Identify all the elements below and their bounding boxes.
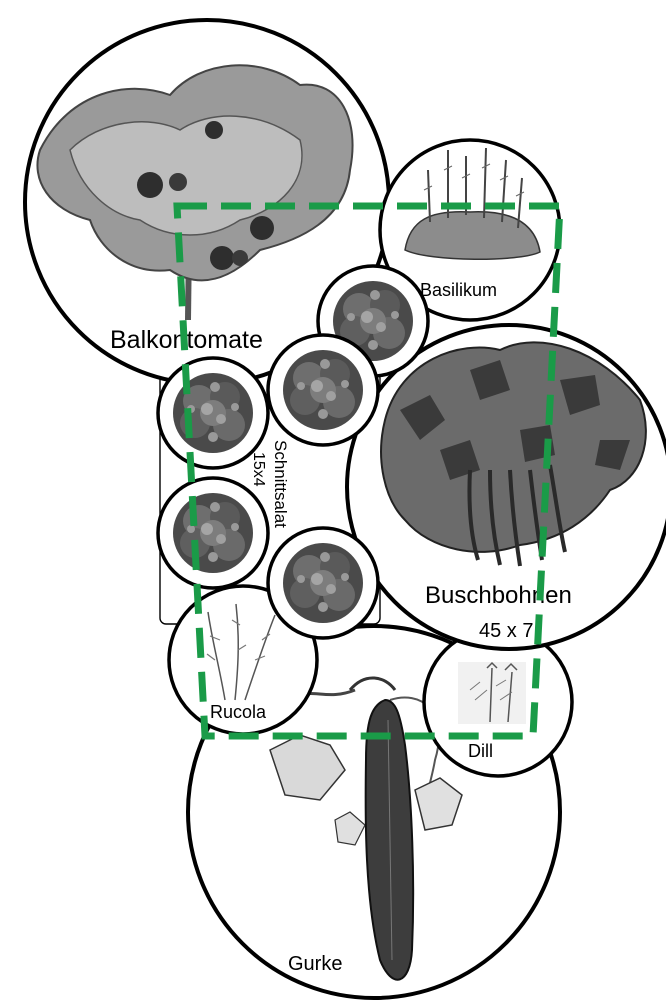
rucola-label: Rucola [210, 702, 267, 722]
dill-label: Dill [468, 741, 493, 761]
lettuce-4 [158, 478, 268, 588]
lettuce-5 [268, 528, 378, 638]
dill-plant-icon [458, 662, 526, 724]
lettuce-2 [268, 335, 378, 445]
lettuce-icon [173, 493, 253, 573]
gurke-label: Gurke [288, 953, 342, 975]
buschbohnen-spacing: 45 x 7 [479, 620, 533, 642]
buschbohnen-group: Buschbohnen 45 x 7 [347, 325, 666, 649]
lettuce-icon [283, 350, 363, 430]
schnittsalat-spacing: 15x4 [250, 452, 267, 487]
basilikum-label: Basilikum [420, 280, 497, 300]
lettuce-icon [283, 543, 363, 623]
schnittsalat-label: Schnittsalat [271, 440, 290, 528]
buschbohnen-label: Buschbohnen [425, 582, 572, 609]
